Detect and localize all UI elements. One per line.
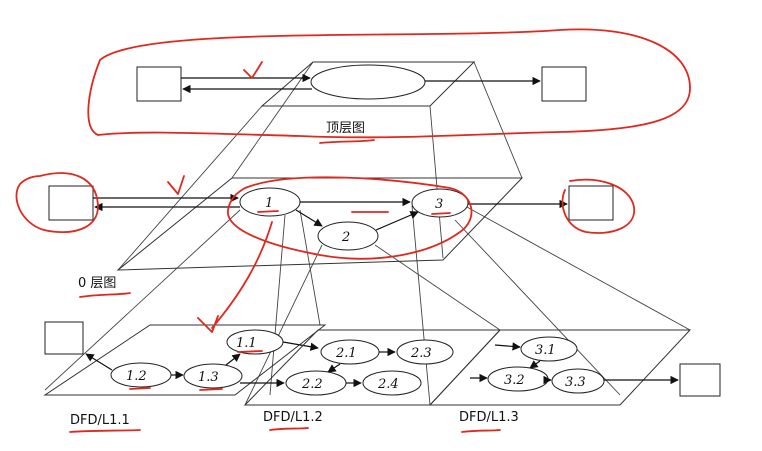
annotation-center-loop (227, 176, 473, 260)
l11-layer-label: DFD/L1.1 (70, 413, 130, 428)
l12-node-2-1-label: 2.1 (335, 346, 357, 361)
zero-node-3-label: 3 (435, 197, 443, 212)
l11-flow-13-11 (225, 353, 241, 366)
l12-node-2-3 (396, 339, 454, 365)
annotation-top-loop (87, 28, 691, 139)
annotation-dash-2 (257, 210, 279, 213)
l12-node-2-4-label: 2.4 (377, 377, 399, 392)
zero-sink-box (568, 185, 614, 221)
zero-plane (116, 177, 524, 271)
l13-layer-label: DFD/L1.3 (459, 410, 519, 425)
top-layer-label: 顶层图 (326, 121, 365, 136)
zero-node-2-label: 2 (341, 230, 350, 245)
l13-sink-box (679, 363, 721, 397)
top-process (310, 64, 426, 100)
zero-node-1-label: 1 (265, 196, 273, 211)
annotation-right-loop (561, 178, 635, 234)
zero-node-2 (317, 221, 379, 251)
l13-flow-31-32 (529, 360, 541, 369)
annotation-underline-top (319, 139, 375, 144)
projection-lines (44, 61, 691, 406)
annotation-arrow-zero (167, 175, 185, 195)
l11-node-1-3-label: 1.3 (198, 370, 219, 385)
zero-node-3 (411, 188, 469, 218)
annotation-under-node-3 (431, 212, 451, 215)
l12-node-2-3-label: 2.3 (410, 346, 432, 361)
l11-node-1-1-label: 1.1 (236, 336, 257, 351)
red-annotations (15, 28, 691, 433)
annotation-underline-l13 (461, 429, 501, 433)
zero-source-box (48, 185, 94, 221)
l11-source-box (44, 321, 84, 355)
annotation-underline-zero (79, 292, 131, 298)
annotation-left-loop (15, 172, 99, 234)
zero-layer-label: 0 层图 (78, 276, 116, 291)
l13-plane (428, 329, 692, 406)
l11-plane (43, 324, 327, 396)
l12-layer-label: DFD/L1.2 (263, 410, 323, 425)
zero-flow-1-2 (295, 209, 323, 227)
l13-layer: 3.1 3.2 3.3 DFD/L1.3 (428, 329, 721, 425)
l13-flow-in (494, 342, 521, 351)
l12-node-2-4 (362, 370, 422, 396)
l13-node-3-1-label: 3.1 (535, 343, 556, 358)
annotation-under-node-11 (237, 350, 263, 353)
annotation-underline-l12 (269, 427, 309, 431)
l13-node-3-3-label: 3.3 (565, 375, 586, 390)
top-sink-box (541, 66, 587, 102)
zero-layer: 1 2 3 0 层图 (48, 177, 614, 291)
annotation-arrow-down (197, 221, 273, 333)
annotation-under-node-13 (199, 388, 223, 391)
l11-flow-12-src (85, 353, 113, 371)
l13-node-3-2-label: 3.2 (504, 373, 525, 388)
l13-node-3-3 (551, 368, 605, 394)
top-plane (260, 61, 476, 107)
l12-layer: 2.1 2.2 2.3 2.4 DFD/L1.2 (240, 329, 502, 425)
l11-layer: 1.1 1.2 1.3 DFD/L1.1 (43, 321, 327, 428)
annotation-arrow-top (243, 61, 263, 79)
l13-node-3-1 (520, 336, 578, 362)
top-layer: 顶层图 (136, 61, 587, 136)
l11-node-1-2-label: 1.2 (126, 369, 147, 384)
l12-node-2-2-label: 2.2 (301, 377, 323, 392)
top-source-box (136, 66, 182, 102)
annotation-under-node-12 (129, 387, 151, 390)
l12-flow-21-22 (327, 363, 341, 373)
annotation-underline-l11 (69, 429, 141, 433)
l11-node-1-3 (183, 363, 243, 389)
zero-flow-2-3 (375, 211, 419, 231)
l11-flow-11-out (282, 341, 319, 351)
